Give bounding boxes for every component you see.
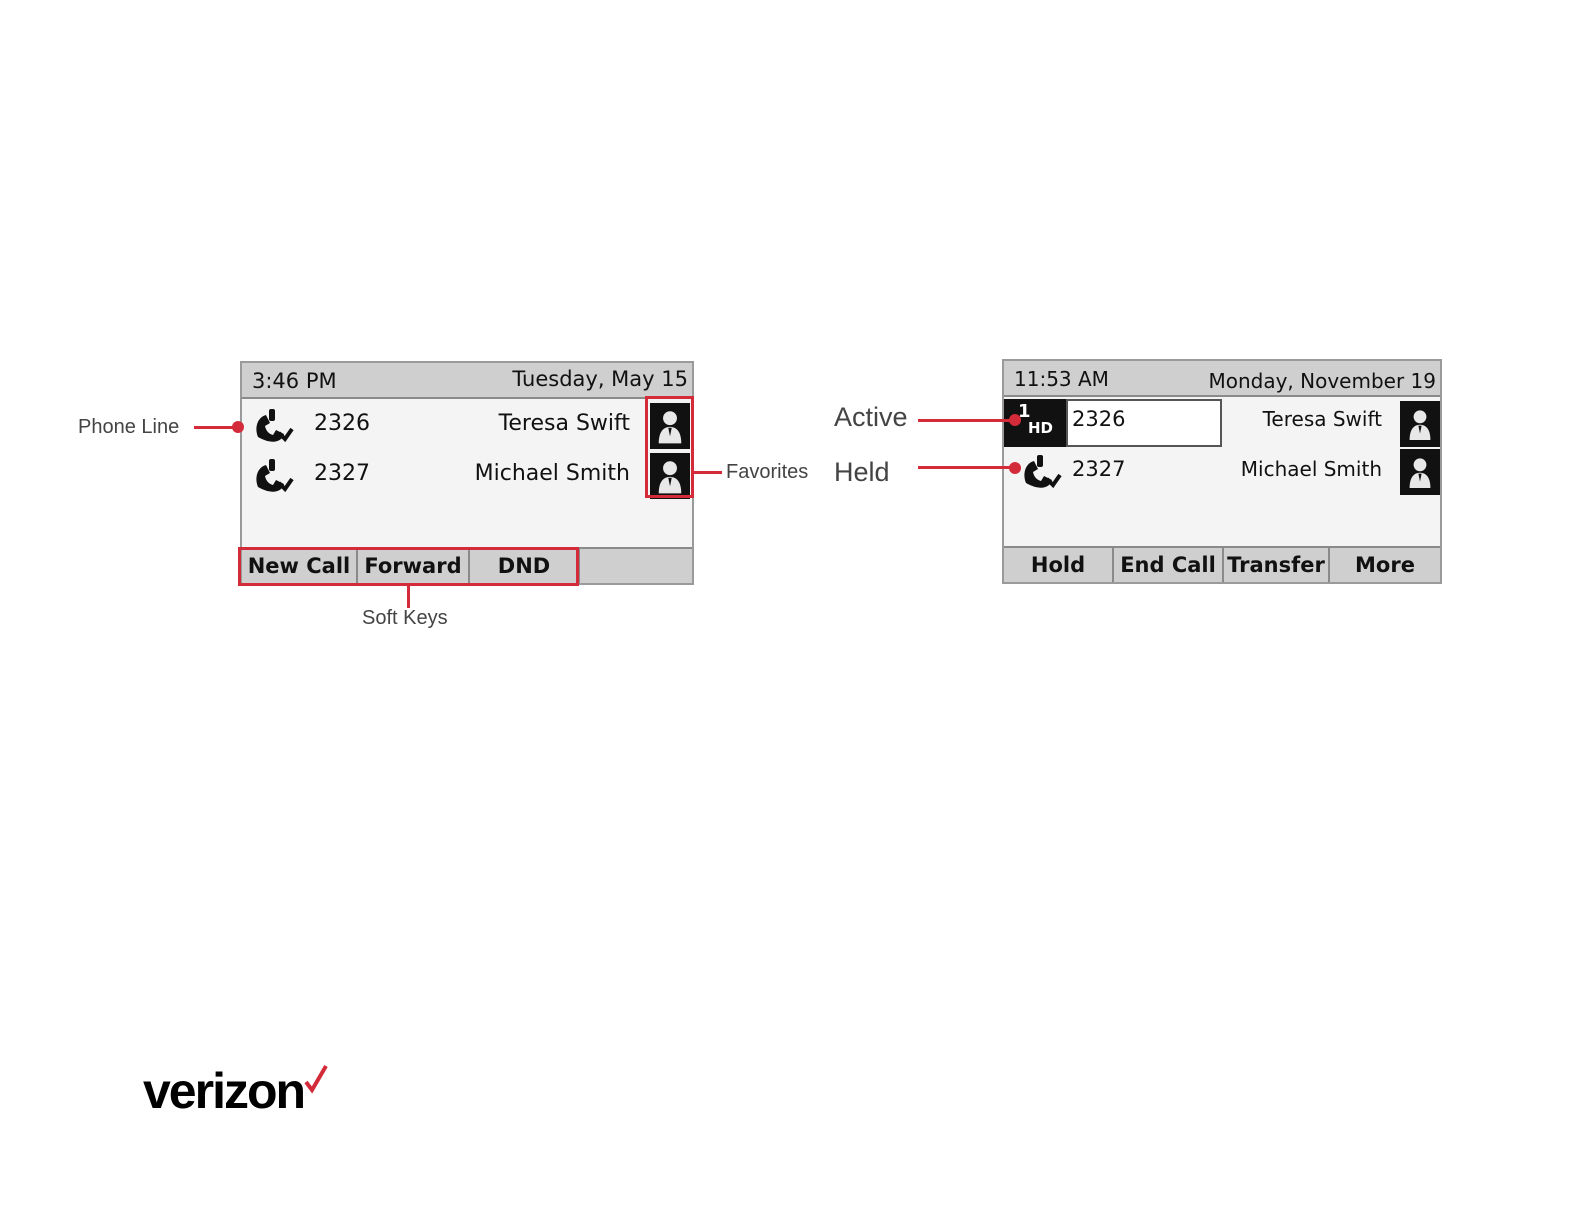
transfer-softkey[interactable]: Transfer: [1224, 548, 1330, 582]
softkey-bar: Hold End Call Transfer More: [1004, 546, 1440, 582]
phone-handset-icon: [252, 457, 294, 495]
more-softkey[interactable]: More: [1330, 548, 1440, 582]
person-icon: [1408, 407, 1432, 441]
callout-line: [407, 586, 410, 608]
contact-name: Teresa Swift: [499, 411, 630, 436]
line-number: 2327: [1072, 457, 1125, 481]
right-phone-screen: 11:53 AM Monday, November 19 1 HD 2326 T…: [1002, 359, 1442, 584]
line-row[interactable]: 2326 Teresa Swift: [242, 401, 692, 451]
status-bar: 3:46 PM Tuesday, May 15: [242, 363, 692, 399]
contact-name: Teresa Swift: [1263, 407, 1382, 431]
checkmark-icon: [304, 1064, 328, 1094]
soft-keys-callout: Soft Keys: [362, 607, 448, 630]
status-bar: 11:53 AM Monday, November 19: [1004, 361, 1440, 397]
contact-name: Michael Smith: [1241, 457, 1382, 481]
line-number: 2326: [314, 411, 370, 436]
phone-handset-icon: [252, 407, 294, 445]
callout-dot: [1009, 414, 1021, 426]
callout-line: [918, 466, 1012, 469]
empty-softkey[interactable]: [580, 549, 692, 583]
contact-name: Michael Smith: [475, 461, 630, 486]
line-row[interactable]: 2327 Michael Smith: [242, 451, 692, 501]
phone-line-callout: Phone Line: [78, 416, 179, 439]
active-callout: Active: [834, 402, 908, 433]
favorites-callout: Favorites: [726, 461, 808, 484]
callout-line: [694, 471, 722, 474]
favorite-contact-button[interactable]: [1400, 401, 1440, 447]
callout-line: [194, 426, 236, 429]
line-number: 2327: [314, 461, 370, 486]
person-icon: [1408, 455, 1432, 489]
favorites-highlight: [645, 396, 694, 498]
clock-time: 3:46 PM: [252, 369, 337, 393]
end-call-softkey[interactable]: End Call: [1114, 548, 1224, 582]
hd-icon: HD: [1028, 419, 1053, 437]
favorite-contact-button[interactable]: [1400, 449, 1440, 495]
hold-softkey[interactable]: Hold: [1004, 548, 1114, 582]
line-row-held[interactable]: 2327 Michael Smith: [1004, 449, 1440, 499]
verizon-logo: verizon: [143, 1062, 304, 1120]
held-phone-icon: [1020, 453, 1062, 491]
callout-line: [918, 419, 1012, 422]
callout-dot: [1009, 462, 1021, 474]
line-row-active[interactable]: 1 HD 2326 Teresa Swift: [1004, 397, 1440, 447]
held-callout: Held: [834, 457, 890, 488]
callout-dot: [232, 421, 244, 433]
clock-time: 11:53 AM: [1014, 367, 1109, 391]
date-label: Tuesday, May 15: [512, 367, 688, 391]
softkeys-highlight: [238, 547, 579, 586]
line-number: 2326: [1072, 407, 1125, 431]
date-label: Monday, November 19: [1208, 369, 1436, 393]
